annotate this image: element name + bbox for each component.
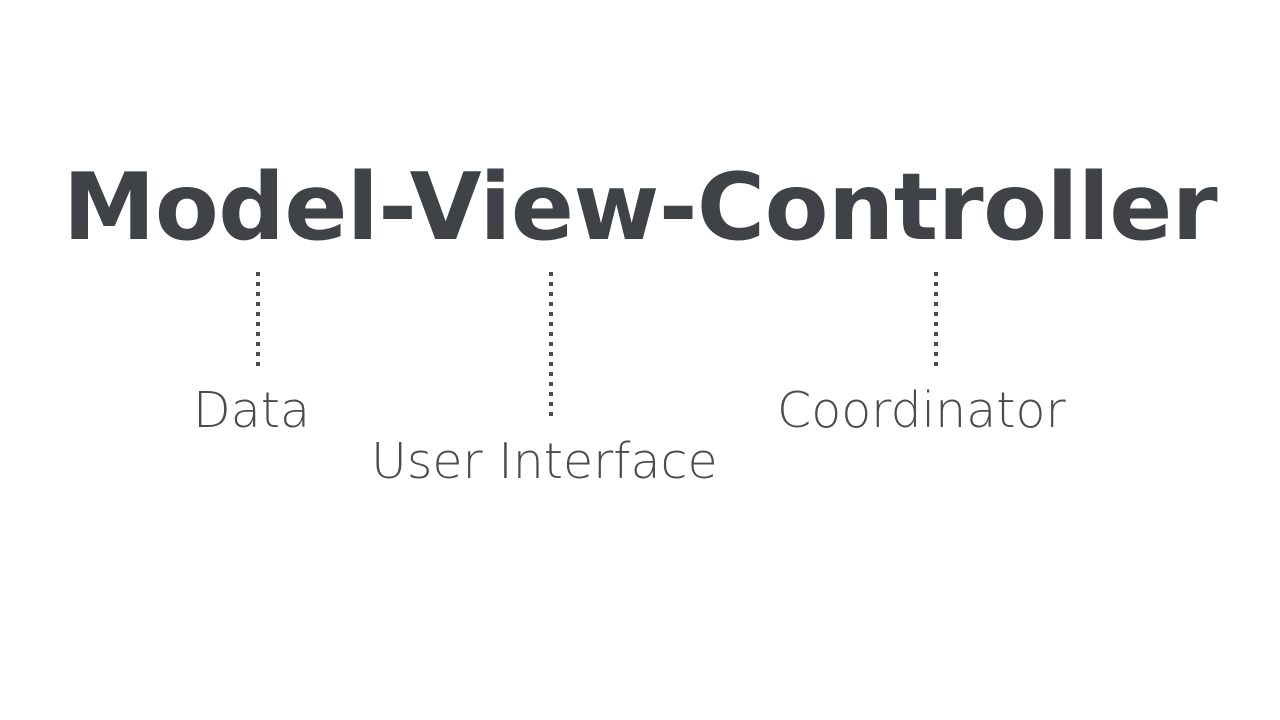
annotation-label-controller: Coordinator xyxy=(777,382,1066,439)
dotted-connector-line-view xyxy=(549,272,553,418)
annotation-label-view: User Interface xyxy=(371,433,718,490)
dotted-connector-line-controller xyxy=(934,272,938,368)
dotted-connector-line-model xyxy=(256,272,260,368)
annotation-label-model: Data xyxy=(193,382,310,439)
page-title: Model-View-Controller xyxy=(62,153,1218,261)
